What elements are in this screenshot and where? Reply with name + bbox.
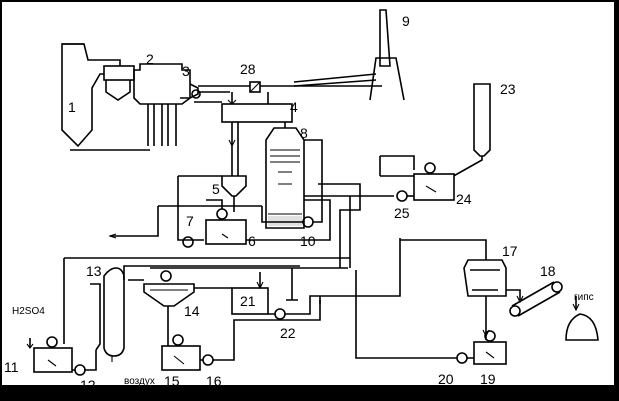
label-8: 8 [300,125,308,141]
label-15: 15 [164,373,180,389]
duct-4 [221,92,293,123]
label-acid: H2SO4 [12,306,45,317]
label-21: 21 [240,293,256,309]
label-22: 22 [280,325,296,341]
pump-22 [268,238,401,320]
fan-3 [180,83,382,103]
label-air: воздух [124,376,155,387]
lines-main [63,196,351,344]
label-19: 19 [480,371,496,387]
label-3: 3 [182,63,190,79]
label-gypsum: гипс [574,292,594,303]
pump-12 [72,350,97,376]
silo-23 [449,83,491,179]
thickener-14 [123,265,300,346]
label-9: 9 [402,13,410,29]
label-12: 12 [80,377,96,393]
label-2: 2 [146,51,154,67]
boiler-1 [61,43,150,151]
label-18: 18 [540,263,556,279]
precipitator-2 [133,63,191,146]
label-24: 24 [456,191,472,207]
unit-7 [108,175,262,248]
pump-25 [396,190,414,202]
tank-19 [473,330,507,365]
gypsum-pile [565,296,599,341]
pump-20 [355,270,474,364]
pump-10 [246,139,394,268]
label-20: 20 [438,371,454,387]
vessel-13 [90,267,125,362]
labels: 1 2 3 4 5 6 7 8 9 10 11 12 13 14 15 16 1… [4,13,594,393]
filter-17 [400,239,524,340]
heat-exchanger-28 [249,81,261,93]
label-4: 4 [290,99,298,115]
label-14: 14 [184,303,200,319]
tank-24 [379,155,455,201]
label-25: 25 [394,205,410,221]
label-11: 11 [4,359,19,375]
stack-9 [293,9,405,101]
label-28: 28 [240,61,256,77]
label-13: 13 [86,263,102,279]
box-21 [231,272,269,315]
label-16: 16 [206,373,222,389]
label-23: 23 [500,81,516,97]
tank-6 [205,199,247,245]
pump-16 [200,300,321,366]
label-17: 17 [502,243,518,259]
tank-15 [161,334,201,371]
label-1: 1 [68,99,76,115]
label-5: 5 [212,181,220,197]
separator-5 [221,122,247,212]
conveyor-18 [509,281,563,317]
tank-11 [26,336,73,373]
label-6: 6 [248,233,256,249]
label-10: 10 [300,233,316,249]
label-7: 7 [186,213,194,229]
